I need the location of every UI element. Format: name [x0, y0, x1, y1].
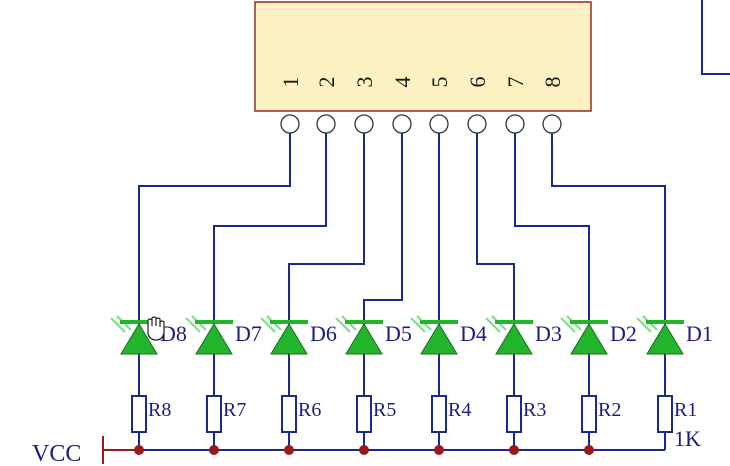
resistor-body	[431, 395, 447, 433]
resistor-body	[206, 395, 222, 433]
signal-wire	[551, 133, 666, 326]
resistor-body	[356, 395, 372, 433]
connector-pin-label: 1	[278, 77, 303, 88]
resistor-designator: R5	[373, 399, 396, 421]
led-designator: D7	[235, 321, 262, 346]
resistor-value-label: 1K	[674, 426, 701, 451]
led-designator: D4	[460, 321, 487, 346]
connector-pin	[280, 114, 300, 134]
led: D2	[560, 315, 637, 355]
junction-dot	[359, 445, 369, 455]
led-diode-body	[345, 323, 383, 355]
led: D7	[185, 315, 262, 355]
resistor: R8	[131, 395, 171, 433]
resistor-body	[657, 395, 673, 433]
resistor: R4	[431, 395, 471, 433]
resistor-designator: R7	[223, 399, 246, 421]
led-diode-body	[646, 323, 684, 355]
resistor-designator: R2	[598, 399, 621, 421]
resistor-designator: R1	[674, 399, 697, 421]
resistor-designator: R3	[523, 399, 546, 421]
signal-wire	[138, 133, 291, 326]
connector-pin	[505, 114, 525, 134]
signal-wire	[476, 133, 515, 326]
connector-pin-label: 6	[465, 77, 490, 88]
resistor-designator: R4	[448, 399, 471, 421]
resistors: R8 R7 R6 R5 R4 R3 R2 R1	[131, 395, 697, 433]
wires	[138, 133, 666, 450]
resistor: R2	[581, 395, 621, 433]
led: D6	[260, 315, 337, 355]
signal-wire	[514, 133, 590, 326]
connector-pin-label: 8	[540, 77, 565, 88]
led: D1	[636, 315, 713, 355]
led-diode-body	[270, 323, 308, 355]
junction-dot	[209, 445, 219, 455]
resistor-body	[281, 395, 297, 433]
hand-cursor-icon	[147, 316, 165, 341]
resistor: R5	[356, 395, 396, 433]
connector-pin	[467, 114, 487, 134]
resistor-body	[581, 395, 597, 433]
partial-wire-top-right	[701, 0, 730, 75]
led-designator: D5	[385, 321, 412, 346]
connector-pin	[542, 114, 562, 134]
junction-dots	[103, 445, 594, 455]
junction-dot	[134, 445, 144, 455]
led-diode-body	[195, 323, 233, 355]
junction-dot	[434, 445, 444, 455]
junction-dot	[284, 445, 294, 455]
connector-pin	[316, 114, 336, 134]
connector-body	[254, 1, 592, 112]
led: D3	[485, 315, 562, 355]
connector-pin-label: 4	[390, 77, 415, 88]
connector-pins	[280, 114, 562, 134]
signal-wire	[363, 133, 403, 326]
led-designator: D1	[686, 321, 713, 346]
signal-wire	[288, 133, 365, 326]
vcc-label: VCC	[32, 441, 81, 466]
led-diode-body	[495, 323, 533, 355]
led: D4	[410, 315, 487, 355]
connector-pin	[354, 114, 374, 134]
resistor-designator: R6	[298, 399, 321, 421]
connector-pin	[392, 114, 412, 134]
junction-dot	[509, 445, 519, 455]
connector-pin	[429, 114, 449, 134]
led-diode-body	[120, 323, 158, 355]
led-diode-body	[420, 323, 458, 355]
led: D5	[335, 315, 412, 355]
led-designator: D3	[535, 321, 562, 346]
junction-dot	[584, 445, 594, 455]
resistor-designator: R8	[148, 399, 171, 421]
resistor-body	[506, 395, 522, 433]
signal-wire	[213, 133, 327, 326]
led-diode-body	[570, 323, 608, 355]
led-designator: D6	[310, 321, 337, 346]
led-designator: D2	[610, 321, 637, 346]
connector-pin-label: 7	[503, 77, 528, 88]
connector-pin-label: 2	[314, 77, 339, 88]
resistor-body	[131, 395, 147, 433]
resistor: R7	[206, 395, 246, 433]
connector-pin-label: 3	[352, 77, 377, 88]
connector-pin-label: 5	[427, 77, 452, 88]
resistor: R3	[506, 395, 546, 433]
resistor: R1	[657, 395, 697, 433]
resistor: R6	[281, 395, 321, 433]
